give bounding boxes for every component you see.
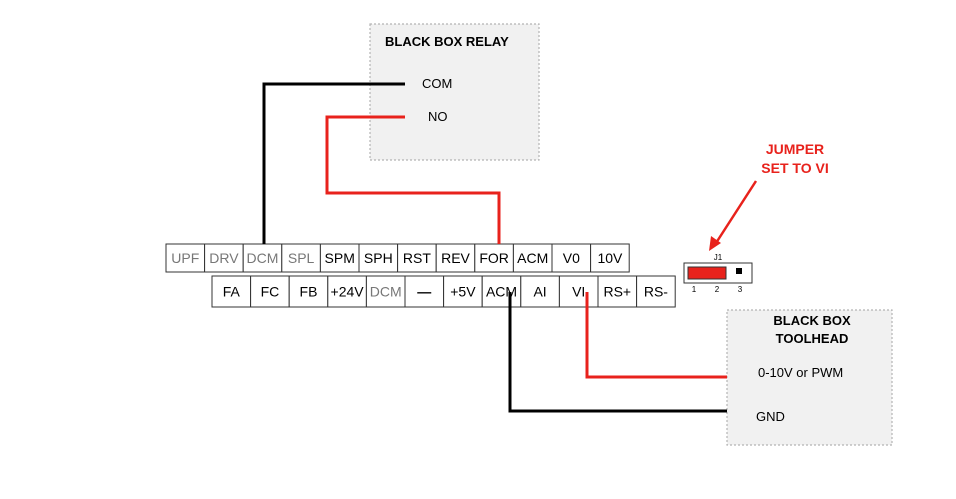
terminal-top-row: UPF DRV DCM SPL SPM SPH RST REV FOR ACM V0 10V xyxy=(165,243,630,273)
terminal-5v-bottom_row: +5V xyxy=(443,275,483,308)
terminal-label: RS+ xyxy=(603,284,631,300)
jumper-shunt xyxy=(687,266,727,280)
jumper-label-line2: SET TO VI xyxy=(761,160,828,176)
terminal-cell xyxy=(443,275,483,308)
terminal-cell xyxy=(211,275,252,308)
terminal-cell xyxy=(481,275,522,308)
terminal-label: VI xyxy=(572,284,585,300)
terminal-spm-top_row: SPM xyxy=(319,243,360,273)
terminal-cell xyxy=(590,243,630,273)
terminal-bottom-row: FA FC FB +24V DCM — +5V ACM AI VI RS+ RS- xyxy=(211,275,676,308)
relay-box xyxy=(369,23,540,161)
wire-acm-to-gnd xyxy=(508,292,727,413)
terminal-rs-bottom_row: RS+ xyxy=(597,275,638,308)
terminal-drv-top_row: DRV xyxy=(204,243,244,273)
terminal-cell xyxy=(165,243,206,273)
jumper-arrow-head xyxy=(709,236,721,251)
terminal-vi-bottom_row: VI xyxy=(558,275,599,308)
relay-no-label: NO xyxy=(428,109,448,124)
terminal-label: DCM xyxy=(370,284,402,300)
jumper-arrow-line xyxy=(714,180,758,244)
terminal-label: RST xyxy=(403,250,431,266)
terminal-label: V0 xyxy=(563,250,580,266)
terminal-label: FA xyxy=(223,284,241,300)
terminal-label: SPL xyxy=(288,250,315,266)
terminal-label: FC xyxy=(261,284,280,300)
wire-com-to-dcm xyxy=(262,82,405,244)
terminal--bottom_row: — xyxy=(404,275,445,308)
terminal-rev-top_row: REV xyxy=(435,243,476,273)
terminal-label: UPF xyxy=(171,250,199,266)
terminal-label: SPH xyxy=(364,250,393,266)
jumper-pin-label-2: 2 xyxy=(715,285,720,294)
terminal-cell xyxy=(288,275,329,308)
terminal-label: RS- xyxy=(644,284,668,300)
terminal-upf-top_row: UPF xyxy=(165,243,206,273)
terminal-acm-bottom_row: ACM xyxy=(481,275,522,308)
terminal-cell xyxy=(204,243,244,273)
terminal-label: ACM xyxy=(517,250,548,266)
terminal-label: DCM xyxy=(247,250,279,266)
terminal-cell xyxy=(358,243,399,273)
jumper-label-line1: JUMPER xyxy=(766,141,824,157)
wires xyxy=(262,82,727,413)
terminal-cell xyxy=(558,275,599,308)
jumper-pin-label-1: 1 xyxy=(692,285,697,294)
wire-vi-to-signal xyxy=(585,292,727,379)
relay-com-label: COM xyxy=(422,76,452,91)
terminal-label: +24V xyxy=(331,284,365,300)
terminal-label: 10V xyxy=(597,250,623,266)
terminal-acm-top_row: ACM xyxy=(512,243,553,273)
terminal-label: AI xyxy=(533,284,546,300)
terminal-cell xyxy=(597,275,638,308)
terminal-label: SPM xyxy=(325,250,355,266)
terminal-sph-top_row: SPH xyxy=(358,243,399,273)
terminal-label: FOR xyxy=(479,250,509,266)
terminal-10v-top_row: 10V xyxy=(590,243,630,273)
terminal-cell xyxy=(250,275,290,308)
terminal-fb-bottom_row: FB xyxy=(288,275,329,308)
terminal-dcm-top_row: DCM xyxy=(242,243,283,273)
terminal-v0-top_row: V0 xyxy=(551,243,592,273)
terminal-cell xyxy=(327,275,367,308)
terminal-dcm-bottom_row: DCM xyxy=(365,275,406,308)
terminal-cell xyxy=(474,243,514,273)
terminal-label: DRV xyxy=(209,250,239,266)
terminal-spl-top_row: SPL xyxy=(281,243,321,273)
jumper-name: J1 xyxy=(714,253,723,262)
terminal-cell xyxy=(397,243,437,273)
jumper-pin-label-3: 3 xyxy=(738,285,743,294)
jumper-pin-3 xyxy=(736,268,742,274)
terminal-cell xyxy=(636,275,676,308)
terminal-label: REV xyxy=(441,250,470,266)
toolhead-gnd-label: GND xyxy=(756,409,785,424)
terminal-cell xyxy=(435,243,476,273)
terminal-rst-top_row: RST xyxy=(397,243,437,273)
terminal-for-top_row: FOR xyxy=(474,243,514,273)
toolhead-signal-label: 0-10V or PWM xyxy=(758,365,843,380)
toolhead-box xyxy=(726,309,893,446)
terminal-label: ACM xyxy=(486,284,517,300)
jumper-j1: JUMPER SET TO VI J1 1 2 3 xyxy=(683,141,829,294)
terminal-label: FB xyxy=(300,284,318,300)
relay-title: BLACK BOX RELAY xyxy=(385,34,509,49)
black-box-toolhead: BLACK BOX TOOLHEAD 0-10V or PWM GND xyxy=(726,309,893,446)
terminal-cell xyxy=(551,243,592,273)
terminal-rs-bottom_row: RS- xyxy=(636,275,676,308)
toolhead-title-line1: BLACK BOX xyxy=(773,313,851,328)
wire-no-to-for xyxy=(325,115,501,244)
toolhead-title-line2: TOOLHEAD xyxy=(776,331,849,346)
terminal-fc-bottom_row: FC xyxy=(250,275,290,308)
terminal-ai-bottom_row: AI xyxy=(520,275,560,308)
terminal-fa-bottom_row: FA xyxy=(211,275,252,308)
black-box-relay: BLACK BOX RELAY COM NO xyxy=(369,23,540,161)
terminal-cell xyxy=(365,275,406,308)
terminal-label: +5V xyxy=(450,284,476,300)
terminal-label: — xyxy=(417,284,431,300)
terminal-24v-bottom_row: +24V xyxy=(327,275,367,308)
terminal-cell xyxy=(404,275,445,308)
